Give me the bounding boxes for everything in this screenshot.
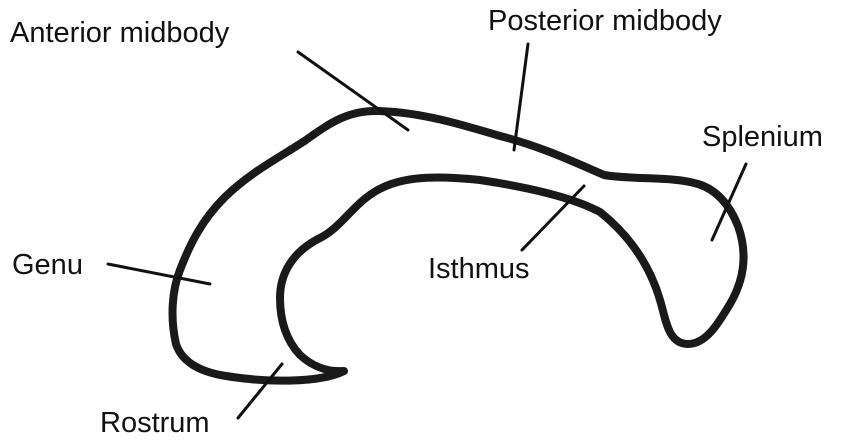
label-genu: Genu [12,249,83,281]
rostrum-leader [238,364,282,418]
genu-leader [108,264,210,284]
label-isthmus: Isthmus [428,253,530,285]
label-anterior-midbody: Anterior midbody [10,17,230,49]
corpus-callosum-outline [173,111,744,381]
posterior-midbody-leader [514,44,528,150]
label-rostrum: Rostrum [100,407,210,439]
label-posterior-midbody: Posterior midbody [488,5,722,37]
anterior-midbody-leader [298,52,408,130]
label-splenium: Splenium [702,121,823,153]
